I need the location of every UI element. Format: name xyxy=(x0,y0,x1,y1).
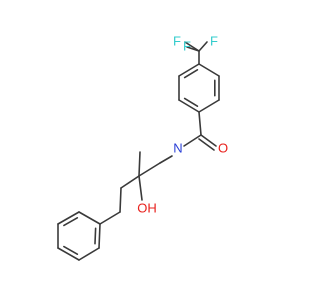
bond-ch2-phenyl xyxy=(99,211,121,225)
ring1-double-bond-3 xyxy=(183,69,199,79)
bond-c-f-left xyxy=(184,41,200,52)
bond-carbonyl-1 xyxy=(200,134,217,147)
ring1-bond-4 xyxy=(178,99,200,113)
ring1-bond-3 xyxy=(198,99,220,113)
bond-methyl xyxy=(138,151,141,177)
bond-ch2-ch2 xyxy=(119,187,122,213)
ring2-bond-2 xyxy=(78,247,100,261)
bond-c-f-right xyxy=(198,41,208,52)
fluorine-label-top: F xyxy=(183,38,191,53)
carbonyl-oxygen-label: O xyxy=(218,140,228,155)
ring1-bond-6 xyxy=(178,63,200,77)
hydroxyl-label: OH xyxy=(137,200,157,215)
bond-ch2-quaternary xyxy=(138,162,161,177)
structure-canvas: F F F O N OH xyxy=(57,33,228,261)
fluorine-label-left: F xyxy=(173,33,181,48)
fluorine-label-right: F xyxy=(210,33,218,48)
ring1-double-bond-2 xyxy=(183,97,199,107)
bond-ring-carbonyl xyxy=(198,111,202,136)
ring2-bond-3 xyxy=(57,247,80,261)
bond-carbonyl-nitrogen xyxy=(183,134,202,147)
ring2-bond-5 xyxy=(57,211,80,225)
ring2-double-bond-3 xyxy=(63,216,79,227)
bond-nitrogen-ch2 xyxy=(159,155,173,164)
bond-hydroxyl xyxy=(138,175,143,201)
ring1-bond-1 xyxy=(198,63,220,77)
ring2-double-bond-1 xyxy=(94,227,97,245)
bonds xyxy=(57,41,220,261)
ring2-bond-1 xyxy=(98,223,101,249)
bond-quaternary-ch2 xyxy=(120,175,140,189)
molecule-structure: F F F O N OH xyxy=(57,33,228,261)
bond-carbonyl-2 xyxy=(198,138,215,151)
ring2-double-bond-2 xyxy=(63,245,79,256)
amide-nitrogen-label: N xyxy=(173,140,182,155)
ring2-bond-6 xyxy=(78,211,101,225)
